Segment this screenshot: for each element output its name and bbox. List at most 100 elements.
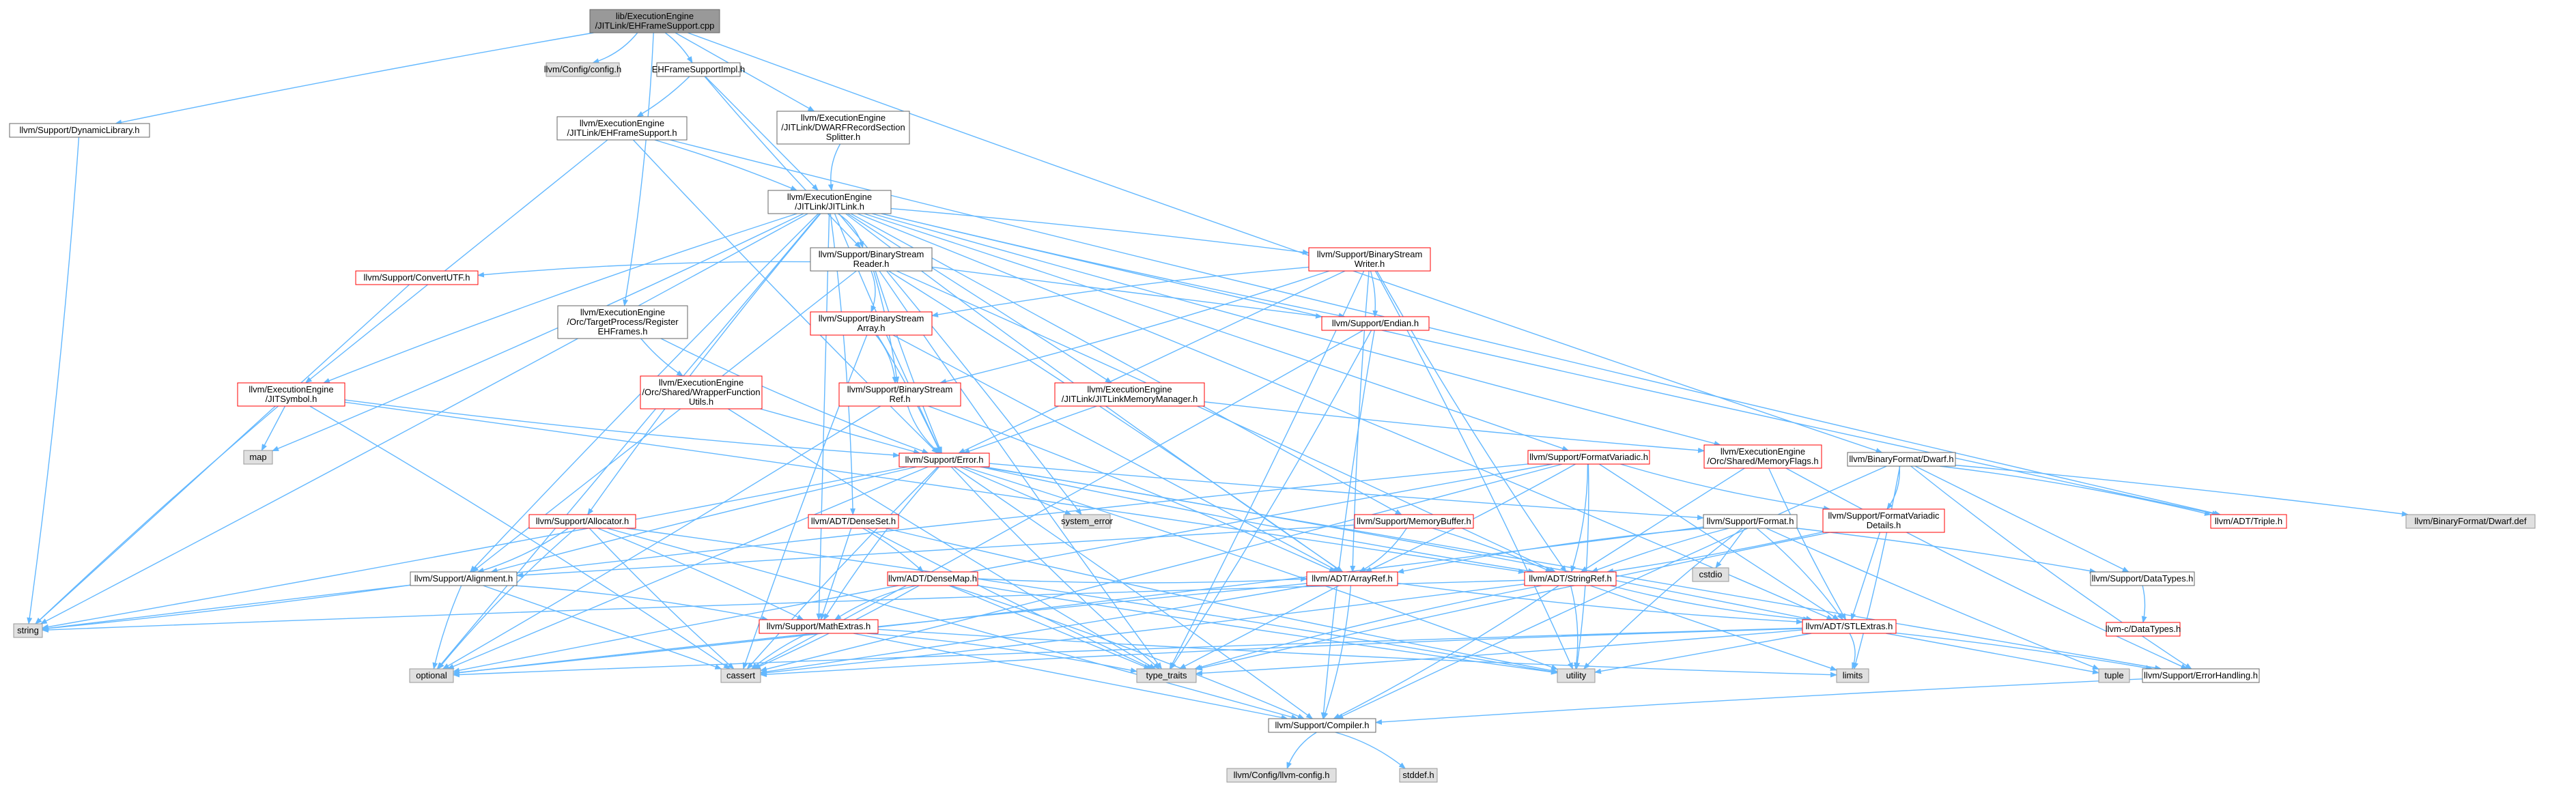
node-label: tuple bbox=[2104, 670, 2123, 680]
node-densemap[interactable]: llvm/ADT/DenseMap.h bbox=[887, 571, 978, 586]
edge-format-to-stlextras bbox=[1756, 528, 1843, 620]
node-format[interactable]: llvm/Support/Format.h bbox=[1703, 514, 1798, 529]
node-convutf[interactable]: llvm/Support/ConvertUTF.h bbox=[355, 270, 479, 285]
node-ehsupport[interactable]: llvm/ExecutionEngine/JITLink/EHFrameSupp… bbox=[556, 116, 688, 141]
node-utility[interactable]: utility bbox=[1557, 668, 1596, 683]
edge-allocator-to-utility bbox=[626, 528, 1558, 675]
node-dwarfdef[interactable]: llvm/BinaryFormat/Dwarf.def bbox=[2405, 514, 2536, 529]
edge-jitsym-to-error bbox=[344, 399, 900, 458]
node-dynlib[interactable]: llvm/Support/DynamicLibrary.h bbox=[9, 123, 150, 138]
edge-endian-to-typetraits bbox=[1170, 330, 1372, 670]
node-ehimpl[interactable]: EHFrameSupportImpl.h bbox=[652, 62, 746, 77]
node-cassert[interactable]: cassert bbox=[720, 668, 761, 683]
node-map[interactable]: map bbox=[243, 450, 273, 465]
node-denseset[interactable]: llvm/ADT/DenseSet.h bbox=[808, 514, 899, 529]
node-label: cstdio bbox=[1699, 569, 1723, 579]
node-box-ehsupport bbox=[556, 116, 688, 141]
edge-denseset-to-mathextras bbox=[820, 528, 852, 620]
node-fmtvariadic[interactable]: llvm/Support/FormatVariadic.h bbox=[1527, 450, 1650, 465]
node-box-fvdetails bbox=[1822, 508, 1945, 533]
edge-ehsupport-to-triple bbox=[670, 139, 2222, 516]
node-label: llvm/ExecutionEngine bbox=[801, 113, 886, 123]
node-box-compiler bbox=[1268, 718, 1376, 733]
node-tuple[interactable]: tuple bbox=[2098, 668, 2130, 683]
edge-error-to-errhandling bbox=[984, 466, 2162, 671]
node-box-map bbox=[243, 450, 273, 465]
node-config[interactable]: llvm/Config/config.h bbox=[544, 62, 621, 77]
node-label: string bbox=[17, 625, 39, 635]
node-stringref[interactable]: llvm/ADT/StringRef.h bbox=[1524, 571, 1617, 586]
node-dwarf[interactable]: llvm/BinaryFormat/Dwarf.h bbox=[1847, 452, 1956, 467]
node-box-root bbox=[589, 9, 720, 33]
node-stlextras[interactable]: llvm/ADT/STLExtras.h bbox=[1802, 619, 1897, 634]
edge-jitlink-to-memflags bbox=[872, 213, 1721, 446]
node-root[interactable]: lib/ExecutionEngine/JITLink/EHFrameSuppo… bbox=[589, 9, 720, 33]
node-optional[interactable]: optional bbox=[409, 668, 454, 683]
node-cstdio[interactable]: cstdio bbox=[1692, 567, 1729, 582]
node-endian[interactable]: llvm/Support/Endian.h bbox=[1321, 316, 1430, 331]
node-label: optional bbox=[416, 670, 447, 680]
node-errhandling[interactable]: llvm/Support/ErrorHandling.h bbox=[2142, 668, 2260, 683]
node-alignment[interactable]: llvm/Support/Alignment.h bbox=[410, 571, 518, 586]
edge-ehsupport-to-jitsym bbox=[305, 139, 608, 384]
edge-wrapper-to-typetraits bbox=[728, 408, 1156, 670]
node-string[interactable]: string bbox=[13, 623, 43, 638]
edge-regeh-to-wrapper bbox=[640, 338, 684, 377]
node-llvmconfig[interactable]: llvm/Config/llvm-config.h bbox=[1226, 768, 1337, 783]
node-stddef[interactable]: stddef.h bbox=[1399, 768, 1438, 783]
edge-alignment-to-optional bbox=[432, 585, 462, 670]
node-allocator[interactable]: llvm/Support/Allocator.h bbox=[528, 514, 636, 529]
edge-root-to-config bbox=[592, 32, 638, 64]
node-regeh[interactable]: llvm/ExecutionEngine/Orc/TargetProcess/R… bbox=[557, 305, 688, 339]
node-triple[interactable]: llvm/ADT/Triple.h bbox=[2210, 514, 2287, 529]
edge-densemap-to-arrayref bbox=[977, 576, 1307, 584]
node-jitlink[interactable]: llvm/ExecutionEngine/JITLink/JITLink.h bbox=[767, 190, 892, 214]
node-jitsym[interactable]: llvm/ExecutionEngine/JITSymbol.h bbox=[237, 382, 345, 407]
node-datatypes[interactable]: llvm/Support/DataTypes.h bbox=[2090, 571, 2195, 586]
node-box-wrapper bbox=[640, 375, 763, 409]
node-label: /JITLink/EHFrameSupport.cpp bbox=[595, 20, 715, 31]
node-box-datatypes bbox=[2090, 571, 2195, 586]
node-box-jitlink bbox=[767, 190, 892, 214]
edge-fmtvariadic-to-string bbox=[42, 463, 1529, 631]
edge-regeh-to-error bbox=[660, 338, 929, 454]
node-label: llvm/Config/config.h bbox=[544, 64, 621, 74]
node-jitmem[interactable]: llvm/ExecutionEngine/JITLink/JITLinkMemo… bbox=[1054, 382, 1205, 407]
node-compiler[interactable]: llvm/Support/Compiler.h bbox=[1268, 718, 1376, 733]
node-box-cassert bbox=[720, 668, 761, 683]
edge-denseset-to-densemap bbox=[862, 528, 924, 573]
edge-allocator-to-compiler bbox=[607, 528, 1299, 720]
node-cdatatypes[interactable]: llvm-c/DataTypes.h bbox=[2106, 622, 2181, 637]
node-label: llvm/ADT/DenseSet.h bbox=[811, 516, 896, 526]
node-label: /JITLink/EHFrameSupport.h bbox=[567, 128, 677, 138]
node-syserr[interactable]: system_error bbox=[1061, 514, 1114, 529]
node-dwarfsplit[interactable]: llvm/ExecutionEngine/JITLink/DWARFRecord… bbox=[776, 111, 910, 145]
edge-dynlib-to-string bbox=[27, 136, 80, 624]
node-error[interactable]: llvm/Support/Error.h bbox=[898, 452, 990, 468]
node-box-convutf bbox=[355, 270, 479, 285]
node-mathextras[interactable]: llvm/Support/MathExtras.h bbox=[759, 619, 879, 634]
edge-arrayref-to-optional bbox=[453, 583, 1307, 676]
node-label: EHFrames.h bbox=[598, 326, 648, 336]
edge-error-to-syserr bbox=[959, 466, 1072, 515]
node-box-memflags bbox=[1703, 444, 1822, 469]
node-membuf[interactable]: llvm/Support/MemoryBuffer.h bbox=[1354, 514, 1474, 529]
node-label: llvm/ADT/DenseMap.h bbox=[888, 573, 977, 584]
edge-arrayref-to-compiler bbox=[1322, 585, 1352, 719]
edge-bswriter-to-bsref bbox=[939, 270, 1330, 384]
edge-allocator-to-mathextras bbox=[597, 528, 804, 620]
node-typetraits[interactable]: type_traits bbox=[1136, 668, 1197, 683]
node-limits[interactable]: limits bbox=[1836, 668, 1869, 683]
edge-dwarf-to-errhandling bbox=[1910, 465, 2192, 670]
node-memflags[interactable]: llvm/ExecutionEngine/Orc/Shared/MemoryFl… bbox=[1703, 444, 1822, 469]
node-label: Splitter.h bbox=[826, 132, 861, 142]
edge-stringref-to-string bbox=[42, 579, 1525, 633]
node-wrapper[interactable]: llvm/ExecutionEngine/Orc/Shared/WrapperF… bbox=[640, 375, 763, 409]
node-box-syserr bbox=[1063, 514, 1111, 529]
node-arrayref[interactable]: llvm/ADT/ArrayRef.h bbox=[1306, 571, 1398, 586]
